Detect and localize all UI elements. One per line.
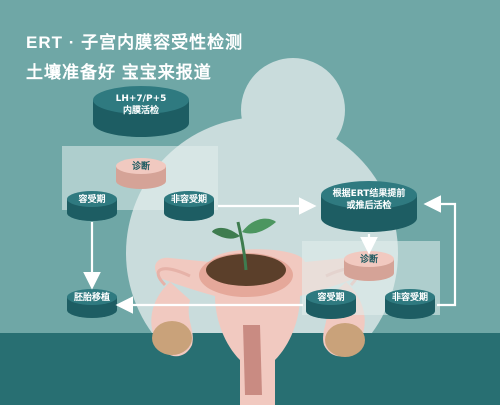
adjust-label-2: 或推后活检 [346, 199, 391, 211]
diagnosis-left-label: 诊断 [132, 160, 150, 172]
node-diagnosis-right: 诊断 [344, 251, 394, 281]
biopsy-label-1: LH+7/P+5 [116, 94, 167, 104]
flow-arrows [83, 195, 457, 314]
non-receptive-right-label: 非容受期 [392, 291, 428, 303]
title-line-1: ERT · 子宫内膜容受性检测 [26, 33, 244, 52]
adjust-label-1: 根据ERT结果提前 [333, 187, 406, 199]
sprout-soil-illustration [199, 218, 293, 297]
transfer-label: 胚胎移植 [74, 291, 110, 303]
node-diagnosis-left: 诊断 [116, 158, 166, 189]
node-adjust: 根据ERT结果提前 或推后活检 [321, 181, 417, 232]
receptive-right-label: 容受期 [316, 291, 344, 303]
arrow-loop-back [423, 195, 457, 307]
node-receptive-right: 容受期 [306, 289, 356, 319]
node-non-receptive-right: 非容受期 [385, 289, 435, 319]
biopsy-label-2: 内膜活检 [123, 104, 159, 116]
node-non-receptive-left: 非容受期 [164, 191, 214, 221]
receptive-left-label: 容受期 [77, 193, 105, 205]
node-biopsy: LH+7/P+5 内膜活检 [93, 86, 189, 137]
non-receptive-left-label: 非容受期 [171, 193, 207, 205]
node-transfer: 胚胎移植 [67, 289, 117, 318]
diagnosis-right-label: 诊断 [360, 253, 378, 265]
title-line-2: 土壤准备好 宝宝来报道 [26, 63, 212, 82]
node-receptive-left: 容受期 [67, 191, 117, 221]
